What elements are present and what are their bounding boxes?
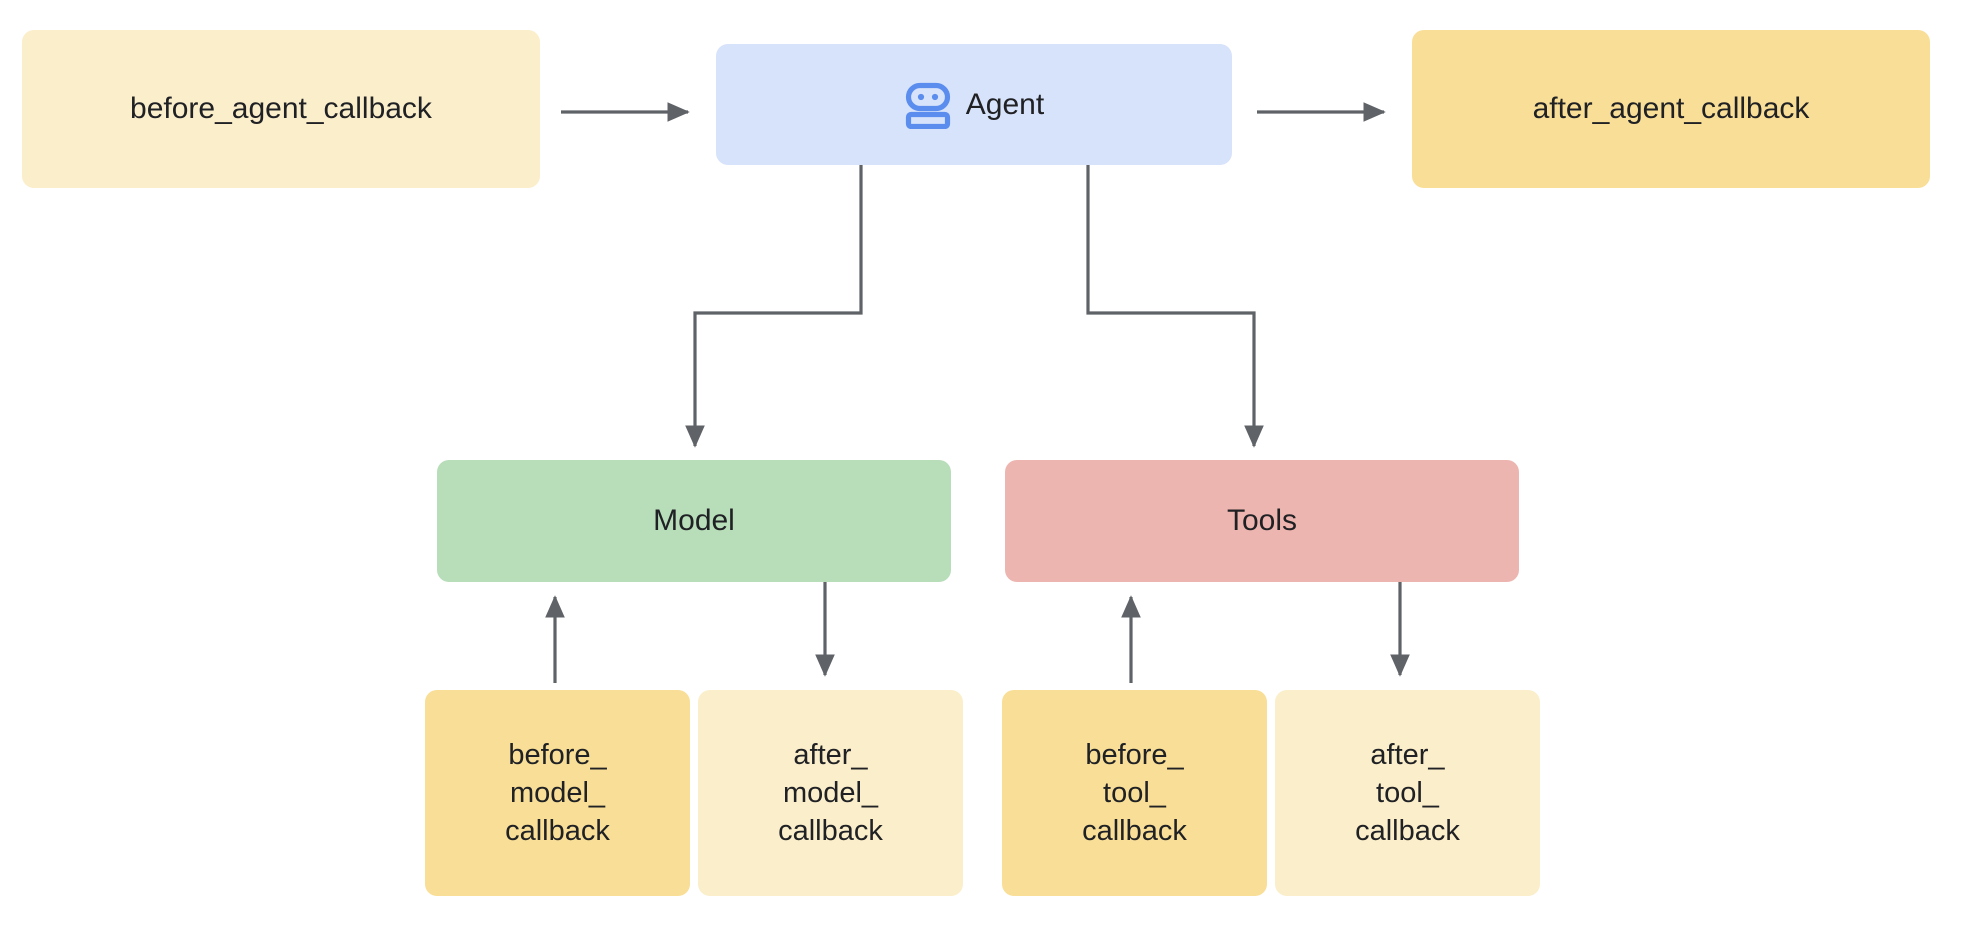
node-after-model-callback[interactable]: after_ model_ callback	[698, 690, 963, 896]
robot-icon	[904, 81, 952, 129]
node-before-model-callback[interactable]: before_ model_ callback	[425, 690, 690, 896]
node-before-agent-callback-label: before_agent_callback	[130, 92, 432, 126]
node-before-agent-callback[interactable]: before_agent_callback	[22, 30, 540, 188]
node-agent[interactable]: Agent	[716, 44, 1232, 165]
node-before-tool-callback[interactable]: before_ tool_ callback	[1002, 690, 1267, 896]
node-after-model-callback-label: after_ model_ callback	[778, 738, 883, 848]
node-tools-label: Tools	[1226, 504, 1298, 538]
node-model[interactable]: Model	[437, 460, 951, 582]
node-after-agent-callback[interactable]: after_agent_callback	[1412, 30, 1930, 188]
node-after-tool-callback[interactable]: after_ tool_ callback	[1275, 690, 1540, 896]
node-after-agent-callback-label: after_agent_callback	[1532, 92, 1810, 126]
node-before-model-callback-label: before_ model_ callback	[505, 738, 610, 848]
node-model-label: Model	[653, 504, 735, 538]
node-tools[interactable]: Tools	[1005, 460, 1519, 582]
edge-agent-to-model	[685, 165, 863, 448]
edge-agent-to-tools	[1086, 165, 1264, 448]
node-before-tool-callback-label: before_ tool_ callback	[1082, 738, 1187, 848]
node-after-tool-callback-label: after_ tool_ callback	[1355, 738, 1460, 848]
node-agent-label: Agent	[965, 87, 1045, 121]
